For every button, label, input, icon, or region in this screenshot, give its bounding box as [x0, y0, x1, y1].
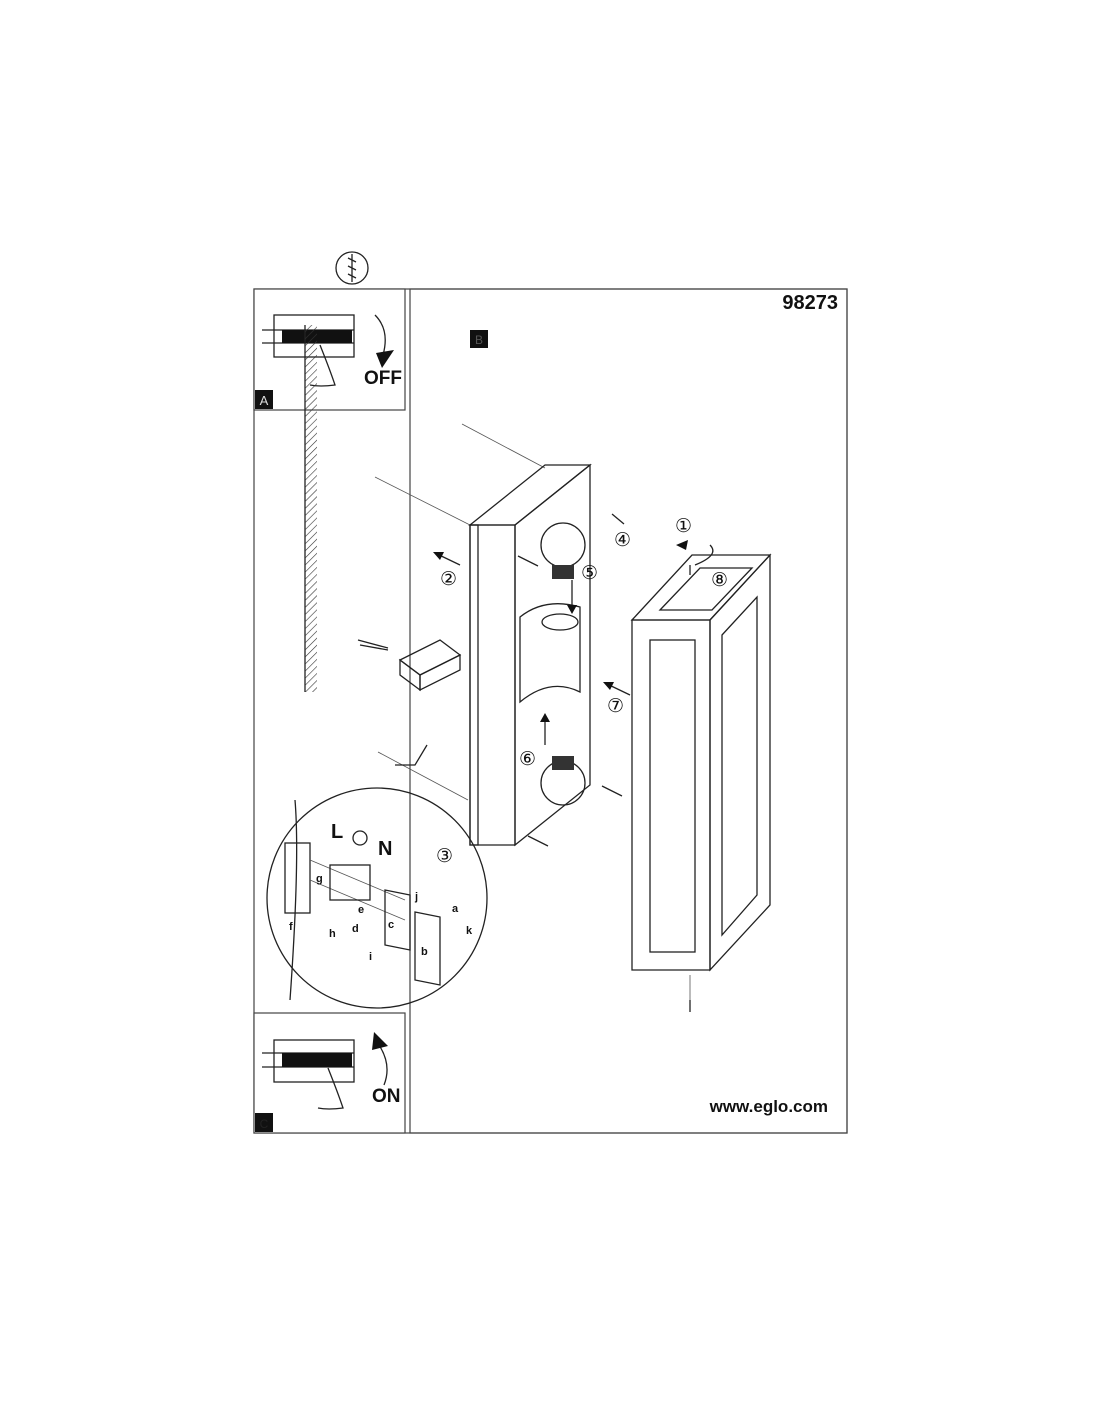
arrow-up-icon [372, 1032, 388, 1050]
panel-c-label: C [260, 1117, 269, 1131]
wire-part-e: e [358, 904, 364, 916]
on-label: ON [372, 1086, 401, 1107]
panel-a-label: A [260, 393, 269, 408]
bulb-top [540, 522, 586, 579]
website-link[interactable]: www.eglo.com [709, 1097, 828, 1116]
panel-b-badge [470, 330, 488, 348]
off-label: OFF [364, 368, 402, 389]
junction-box [357, 639, 462, 692]
wall-hatch [304, 325, 317, 692]
wire-part-a: a [452, 903, 459, 915]
wire-part-h: h [329, 928, 336, 940]
panel-a-frame [253, 288, 406, 411]
wire-part-k: k [466, 925, 473, 937]
panel-a-badge [255, 390, 273, 409]
wire-part-c: c [388, 919, 394, 931]
step-5: ⑤ [581, 562, 598, 584]
main-panel-frame [409, 288, 848, 1134]
wire-part-b: b [421, 946, 428, 958]
outer-frame [253, 288, 848, 1134]
wire-part-j: j [414, 891, 418, 903]
arrow-down-icon [376, 350, 394, 368]
neutral-label: N [378, 838, 392, 860]
screw-icons [517, 513, 691, 1012]
panel-c-badge [255, 1113, 273, 1132]
ground-symbol-icon [352, 830, 368, 846]
direction-arrows [433, 540, 714, 745]
step-1: ① [675, 515, 692, 537]
drill-bit-icon [335, 251, 369, 285]
step-6: ⑥ [519, 748, 536, 770]
back-plate [468, 463, 592, 847]
panel-b-label: B [475, 333, 483, 347]
step-3: ③ [436, 845, 453, 867]
model-number: 98273 [782, 292, 838, 314]
step-8: ⑧ [711, 569, 728, 591]
wire-part-g: g [316, 873, 323, 885]
lantern-cover [630, 553, 772, 1000]
step-2: ② [440, 568, 457, 590]
step-4: ④ [614, 529, 631, 551]
guide-lines [374, 423, 546, 801]
breaker-on-illustration [262, 1032, 388, 1110]
step-7: ⑦ [607, 695, 624, 717]
wiring-detail-callout [266, 744, 488, 1009]
bulb-bottom [540, 756, 586, 806]
wire-part-i: i [369, 951, 372, 963]
wire-part-f: f [289, 921, 293, 933]
wire-part-d: d [352, 923, 359, 935]
live-label: L [331, 821, 343, 843]
